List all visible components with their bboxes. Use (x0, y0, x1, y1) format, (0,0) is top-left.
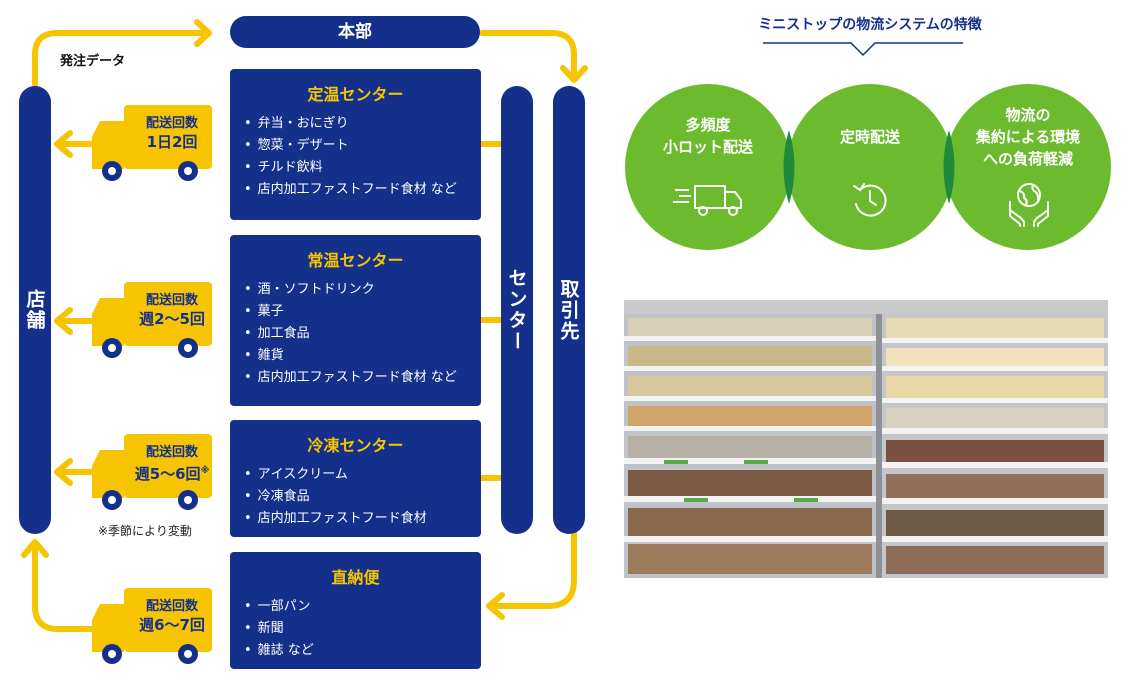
center-item: 店内加工ファストフード食材 など (244, 179, 467, 201)
hq-bar: 本部 (230, 16, 480, 48)
center-title: 定温センター (307, 85, 404, 104)
delivery-value: 週5〜6回 (134, 465, 201, 483)
globe-hands-icon (1009, 183, 1049, 227)
center-box-fixed-temp: 定温センター 弁当・おにぎり 惣菜・デザート チルド飲料 店内加工ファストフード… (230, 69, 481, 220)
center-item: 冷凍食品 (244, 486, 467, 508)
feature-text: 定時配送 (839, 128, 900, 146)
center-label: センター (505, 268, 528, 352)
center-pillar: センター (501, 86, 533, 534)
truck-delivery-text: 配送回数 週6〜7回 (126, 598, 218, 634)
truck-icon (92, 282, 212, 358)
center-item: 雑誌 など (244, 640, 467, 662)
feature-text: 多頻度 (685, 116, 731, 134)
center-title: 冷凍センター (307, 436, 404, 455)
delivery-label: 配送回数 (145, 599, 198, 614)
center-item: アイスクリーム (244, 464, 467, 486)
circle-overlap (943, 130, 955, 204)
center-item: 一部パン (244, 596, 467, 618)
seasonal-mark: ※ (200, 466, 210, 476)
center-item: 新聞 (244, 618, 467, 640)
suppliers-label: 取引先 (557, 278, 580, 342)
center-item: 弁当・おにぎり (244, 113, 467, 135)
clock-icon (853, 183, 887, 217)
shelf-image (624, 300, 1108, 578)
hq-label: 本部 (338, 22, 372, 42)
feature-circle-high-frequency: 多頻度 小ロット配送 (625, 84, 791, 250)
center-item: 加工食品 (244, 323, 467, 345)
feature-circle-scheduled: 定時配送 (787, 84, 953, 250)
feature-text: 小ロット配送 (662, 138, 753, 156)
features-title: ミニストップの物流システムの特徴 (758, 17, 982, 33)
center-title: 直納便 (331, 568, 380, 587)
feature-text: への負荷軽減 (982, 150, 1073, 168)
delivery-label: 配送回数 (145, 116, 198, 131)
store-shelf-photo (624, 300, 1108, 578)
delivery-label: 配送回数 (145, 293, 198, 308)
circle-overlap (783, 130, 795, 204)
truck-icon (92, 588, 212, 664)
delivery-truck-icon (673, 185, 742, 216)
center-box-ambient: 常温センター 酒・ソフトドリンク 菓子 加工食品 雑貨 店内加工ファストフード食… (230, 235, 481, 406)
center-item: 酒・ソフトドリンク (244, 279, 467, 301)
center-item: 惣菜・デザート (244, 135, 467, 157)
truck-icon (92, 434, 212, 510)
center-item: 店内加工ファストフード食材 (244, 508, 467, 530)
center-title: 常温センター (307, 251, 404, 270)
center-item: チルド飲料 (244, 157, 467, 179)
features-underline (763, 42, 963, 57)
seasonal-note: ※季節により変動 (98, 524, 192, 538)
flow-arrows (21, 19, 588, 632)
feature-text: 物流の (1005, 106, 1051, 124)
order-data-label: 発注データ (60, 54, 126, 69)
delivery-value: 週2〜5回 (139, 310, 205, 328)
center-box-direct: 直納便 一部パン 新聞 雑誌 など (230, 552, 481, 669)
truck-delivery-text: 配送回数 1日2回 (130, 115, 214, 151)
delivery-value: 週6〜7回 (139, 616, 205, 634)
truck-icon (92, 105, 212, 181)
truck-delivery-text: 配送回数 週2〜5回 (126, 292, 218, 328)
truck-delivery-text: 配送回数 週5〜6回※ (124, 444, 220, 483)
feature-text: 集約による環境 (975, 128, 1081, 146)
center-item: 店内加工ファストフード食材 など (244, 367, 467, 389)
delivery-label: 配送回数 (145, 445, 198, 460)
store-pillar: 店舗 (19, 86, 51, 534)
center-item: 菓子 (244, 301, 467, 323)
suppliers-pillar: 取引先 (553, 86, 585, 534)
feature-circle-environment: 物流の 集約による環境 への負荷軽減 (945, 84, 1111, 250)
delivery-value: 1日2回 (146, 133, 198, 151)
center-item: 雑貨 (244, 345, 467, 367)
center-box-frozen: 冷凍センター アイスクリーム 冷凍食品 店内加工ファストフード食材 (230, 420, 481, 537)
store-label: 店舗 (23, 289, 46, 331)
